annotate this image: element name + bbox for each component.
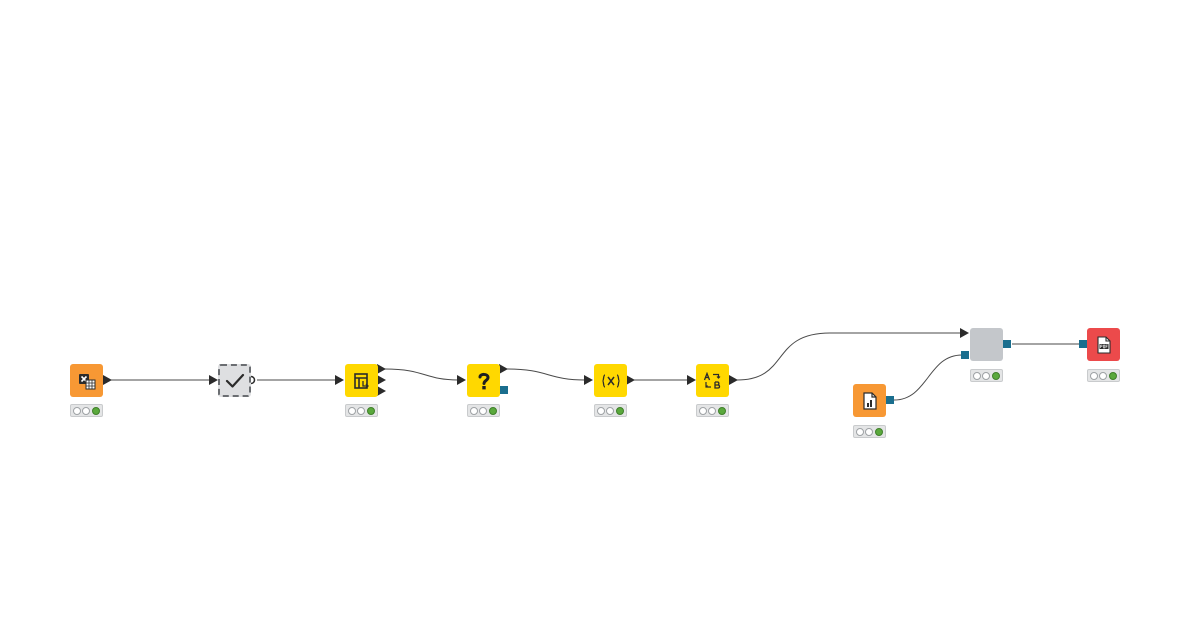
flow-variable-port[interactable] — [961, 351, 969, 359]
status-light-red — [1089, 371, 1098, 380]
output-port-arrow[interactable] — [377, 375, 386, 385]
pdf-writer-node[interactable] — [1087, 328, 1120, 361]
node-status-traffic-light — [594, 404, 627, 417]
output-port-arrow[interactable] — [626, 375, 635, 385]
status-light-red — [596, 406, 605, 415]
status-light-green — [92, 406, 101, 415]
status-light-yellow — [1099, 371, 1108, 380]
status-light-red — [972, 371, 981, 380]
node-status-traffic-light — [345, 404, 378, 417]
node-status-traffic-light — [467, 404, 500, 417]
column-splitter-icon — [353, 372, 369, 389]
connection-7[interactable] — [893, 354, 963, 401]
input-port-arrow[interactable] — [584, 375, 593, 385]
input-port-arrow[interactable] — [687, 375, 696, 385]
status-light-yellow — [82, 406, 91, 415]
node-status-traffic-light — [1087, 369, 1120, 382]
status-light-yellow — [982, 371, 991, 380]
output-port-arrow[interactable] — [103, 375, 112, 385]
component-node[interactable] — [218, 364, 251, 397]
flow-variable-port[interactable] — [1079, 340, 1087, 348]
expression-node[interactable] — [594, 364, 627, 397]
flow-variable-port[interactable] — [500, 386, 508, 394]
status-light-green — [1109, 371, 1118, 380]
status-light-red — [698, 406, 707, 415]
connection-3[interactable] — [384, 368, 459, 381]
input-port-arrow[interactable] — [335, 375, 344, 385]
status-light-green — [367, 406, 376, 415]
pdf-icon — [1096, 335, 1111, 354]
flow-variable-port[interactable] — [1003, 340, 1011, 348]
output-port-arrow[interactable] — [499, 364, 508, 374]
output-port-arrow[interactable] — [377, 364, 386, 374]
status-light-yellow — [708, 406, 717, 415]
question-mark-icon — [478, 372, 490, 389]
status-light-yellow — [479, 406, 488, 415]
node-status-traffic-light — [970, 369, 1003, 382]
switch-node[interactable] — [467, 364, 500, 397]
input-port-arrow[interactable] — [457, 375, 466, 385]
input-port-arrow[interactable] — [209, 375, 218, 385]
metanode[interactable] — [970, 328, 1003, 361]
node-status-traffic-light — [696, 404, 729, 417]
status-light-green — [718, 406, 727, 415]
connection-4[interactable] — [506, 368, 586, 381]
excel-reader-node[interactable] — [70, 364, 103, 397]
status-light-yellow — [865, 427, 874, 436]
status-light-yellow — [606, 406, 615, 415]
function-icon — [601, 373, 620, 388]
status-light-green — [992, 371, 1001, 380]
document-icon — [862, 391, 877, 410]
status-light-red — [855, 427, 864, 436]
output-port-arrow[interactable] — [729, 375, 738, 385]
status-light-red — [72, 406, 81, 415]
ab-swap-icon — [703, 371, 720, 389]
excel-reader-icon — [78, 373, 95, 389]
status-light-yellow — [357, 406, 366, 415]
output-port-arrow[interactable] — [377, 386, 386, 396]
checkmark-icon — [225, 373, 244, 388]
flow-variable-port[interactable] — [886, 396, 894, 404]
node-status-traffic-light — [70, 404, 103, 417]
node-status-traffic-light — [853, 425, 886, 438]
document-reader-node[interactable] — [853, 384, 886, 417]
status-light-green — [875, 427, 884, 436]
status-light-green — [489, 406, 498, 415]
status-light-green — [616, 406, 625, 415]
status-light-red — [469, 406, 478, 415]
column-splitter-node[interactable] — [345, 364, 378, 397]
connection-6[interactable] — [736, 332, 962, 381]
column-renamer-node[interactable] — [696, 364, 729, 397]
input-port-arrow[interactable] — [960, 328, 969, 338]
status-light-red — [347, 406, 356, 415]
